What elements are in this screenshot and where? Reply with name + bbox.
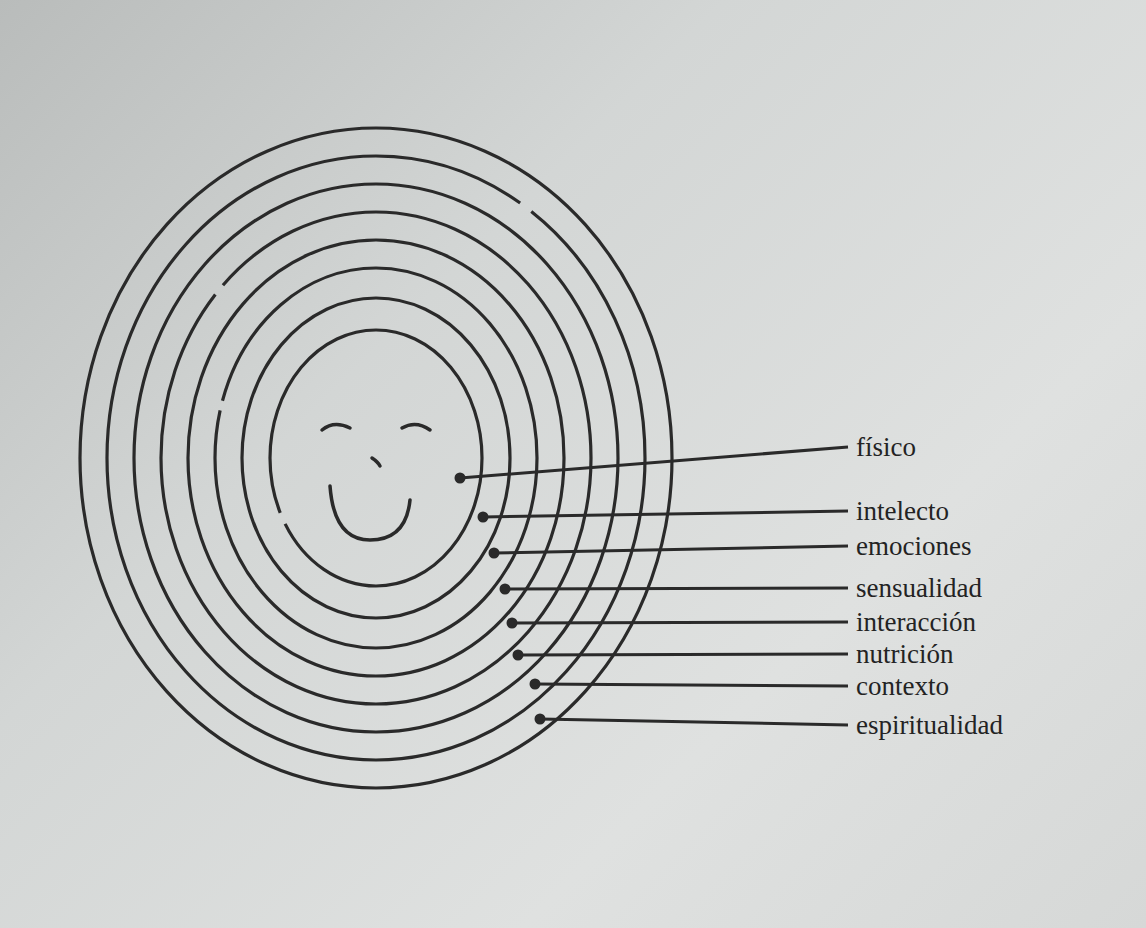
- ring-group: [80, 128, 672, 788]
- ring-label: nutrición: [856, 638, 953, 670]
- leader-line: [518, 654, 848, 655]
- ring-label: intelecto: [856, 495, 949, 527]
- leader-dot: [490, 549, 498, 557]
- ring-label: sensualidad: [856, 572, 982, 604]
- ring-label: emociones: [856, 530, 971, 562]
- leader-dot: [479, 513, 487, 521]
- leader-line: [512, 622, 848, 623]
- eye: [402, 424, 430, 430]
- leader-line: [540, 719, 848, 725]
- smile: [330, 486, 410, 540]
- eye: [322, 424, 350, 430]
- leader-line: [460, 447, 848, 478]
- ring: [215, 268, 537, 648]
- leader-lines: [456, 447, 848, 725]
- ring: [242, 298, 510, 618]
- ring-label: contexto: [856, 670, 949, 702]
- leader-dot: [514, 651, 522, 659]
- leader-dot: [501, 585, 509, 593]
- leader-dot: [531, 680, 539, 688]
- ring: [161, 212, 591, 704]
- ring-label: físico: [856, 431, 916, 463]
- smiley-face: [322, 424, 430, 540]
- ring-label: espiritualidad: [856, 709, 1003, 741]
- ring: [188, 240, 564, 676]
- leader-line: [535, 684, 848, 686]
- leader-dot: [456, 474, 464, 482]
- ring: [80, 128, 672, 788]
- ring: [134, 184, 618, 732]
- ring: [270, 330, 482, 586]
- leader-line: [483, 511, 848, 517]
- nose: [372, 458, 380, 466]
- leader-line: [494, 546, 848, 553]
- leader-dot: [508, 619, 516, 627]
- leader-dot: [536, 715, 544, 723]
- ring: [107, 156, 645, 760]
- ring-label: interacción: [856, 606, 976, 638]
- leader-line: [505, 588, 848, 589]
